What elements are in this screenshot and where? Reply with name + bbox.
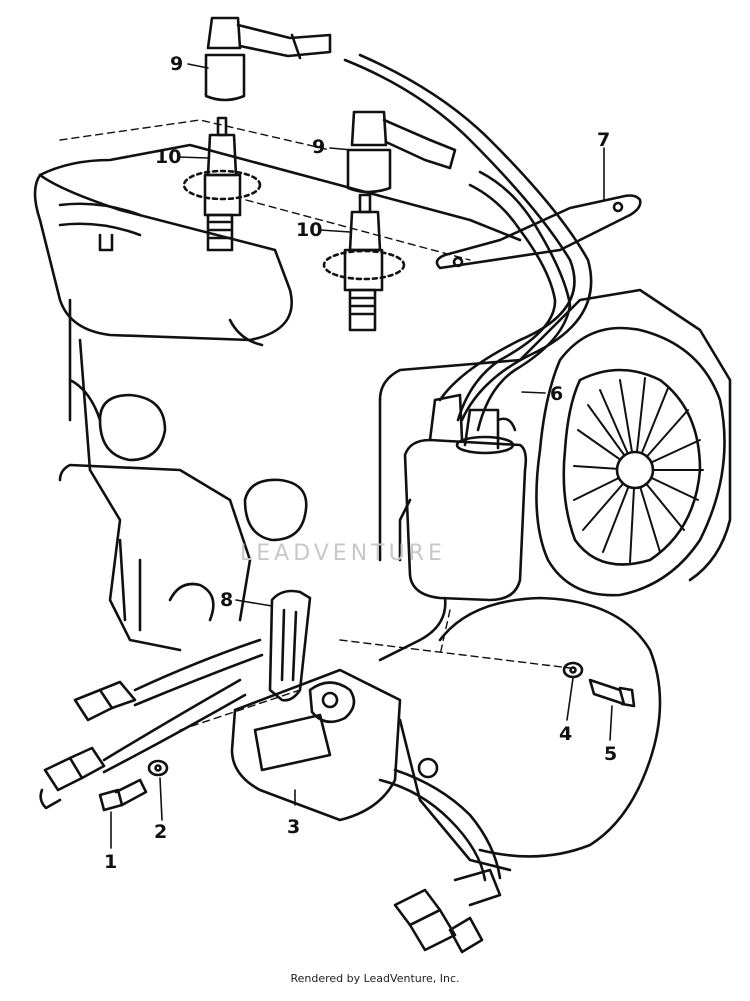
watermark: LEADVENTURE — [240, 541, 446, 566]
plug-cap-right — [346, 110, 457, 194]
callout-9-left: 9 — [170, 53, 183, 75]
engine-block — [58, 288, 732, 652]
callout-5: 5 — [604, 743, 617, 765]
washer-2 — [147, 759, 169, 777]
callout-2: 2 — [154, 821, 167, 843]
washer-4 — [562, 661, 584, 679]
callout-6: 6 — [550, 383, 563, 405]
regulator — [230, 668, 502, 882]
dashed-guides — [59, 119, 571, 731]
callout-1: 1 — [104, 851, 117, 873]
footer-credit: Rendered by LeadVenture, Inc. — [290, 972, 460, 985]
bolt-1 — [98, 778, 148, 812]
ignition-leads — [343, 53, 593, 432]
callout-3: 3 — [287, 816, 300, 838]
callout-4: 4 — [559, 723, 572, 745]
callout-8: 8 — [220, 589, 233, 611]
callout-10-right: 10 — [296, 219, 322, 241]
callout-10-left: 10 — [155, 146, 181, 168]
callout-7: 7 — [597, 129, 610, 151]
cylinder-head — [33, 143, 522, 422]
connectors-bottom — [393, 868, 502, 954]
fan-housing — [535, 326, 726, 597]
spark-plug-left — [182, 116, 262, 252]
spark-plug-right — [322, 193, 406, 332]
bolt-5 — [588, 678, 636, 708]
plug-cap-left — [204, 16, 332, 102]
magneto-cover — [398, 596, 662, 872]
leader-lines — [110, 63, 613, 849]
ignition-coil — [378, 393, 528, 662]
mounting-bracket — [435, 194, 642, 270]
connectors-left — [39, 638, 264, 810]
callout-9-right: 9 — [312, 136, 325, 158]
callout-labels: 9 10 9 10 7 6 8 1 2 3 4 5 — [104, 53, 617, 873]
